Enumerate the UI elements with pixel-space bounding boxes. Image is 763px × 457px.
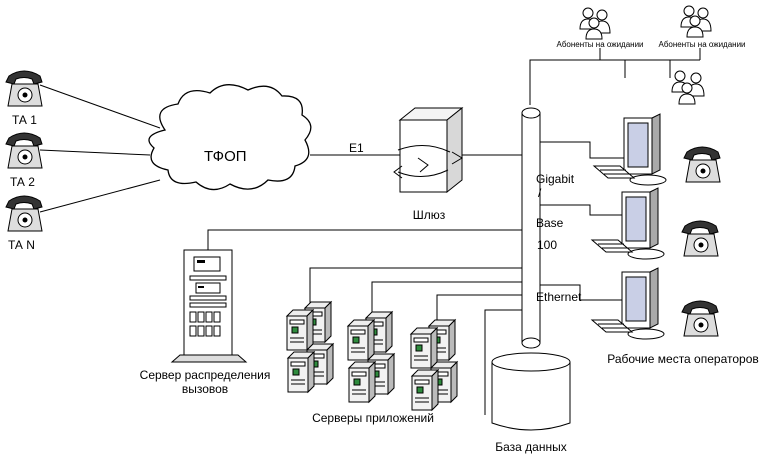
backbone-label-slash: /	[538, 186, 542, 200]
phone-icon	[684, 147, 720, 182]
server-icon	[429, 320, 455, 360]
phone-icon	[6, 133, 42, 168]
keyboard-icon	[592, 320, 632, 332]
gateway-label: Шлюз	[412, 208, 446, 222]
waiting-group-label-2: Абоненты на ожидании	[658, 40, 746, 49]
app-servers-group	[287, 302, 457, 410]
keyboard-icon	[594, 166, 634, 178]
phone-label-2: ТА 2	[10, 175, 35, 189]
server-icon	[412, 370, 438, 410]
waiting-group-label-1: Абоненты на ожидании	[556, 40, 644, 49]
server-icon	[411, 328, 437, 368]
backbone-label-gigabit: Gigabit	[536, 172, 575, 186]
e1-link-label: E1	[349, 141, 364, 155]
people-icon	[672, 71, 704, 104]
database-icon	[492, 353, 570, 430]
people-icon	[580, 8, 610, 39]
gateway-icon	[394, 108, 462, 192]
backbone-icon	[522, 108, 540, 348]
call-server-label-line2: вызовов	[181, 382, 229, 396]
operator-workstation	[592, 188, 718, 259]
backbone-label-ethernet: Ethernet	[536, 290, 582, 304]
call-server-icon	[172, 250, 246, 362]
server-icon	[348, 320, 374, 360]
phone-icon	[682, 221, 718, 256]
operator-workstation	[594, 114, 720, 185]
operators-label: Рабочие места операторов	[607, 352, 759, 366]
people-icon	[681, 6, 711, 37]
operator-workstations-group	[592, 114, 720, 339]
phone-label-1: ТА 1	[12, 113, 37, 127]
server-icon	[431, 362, 457, 402]
server-icon	[288, 352, 314, 392]
phone-icon	[682, 301, 718, 336]
keyboard-icon	[592, 240, 632, 252]
backbone-label-100: 100	[537, 238, 558, 252]
backbone-label-base: Base	[536, 216, 564, 230]
app-servers-label: Серверы приложений	[312, 411, 434, 425]
database-label: База данных	[495, 440, 567, 454]
phone-icon	[6, 196, 42, 231]
monitor-icon	[622, 268, 664, 339]
server-icon	[349, 362, 375, 402]
cloud-label: ТФОП	[204, 148, 247, 165]
phone-icon	[6, 71, 42, 106]
monitor-icon	[624, 114, 666, 185]
cloud-icon	[149, 85, 311, 190]
operator-workstation	[592, 268, 718, 339]
call-server-label-line1: Сервер распределения	[139, 368, 271, 382]
phone-label-n: ТА N	[8, 238, 35, 252]
server-icon	[287, 310, 313, 350]
monitor-icon	[622, 188, 664, 259]
